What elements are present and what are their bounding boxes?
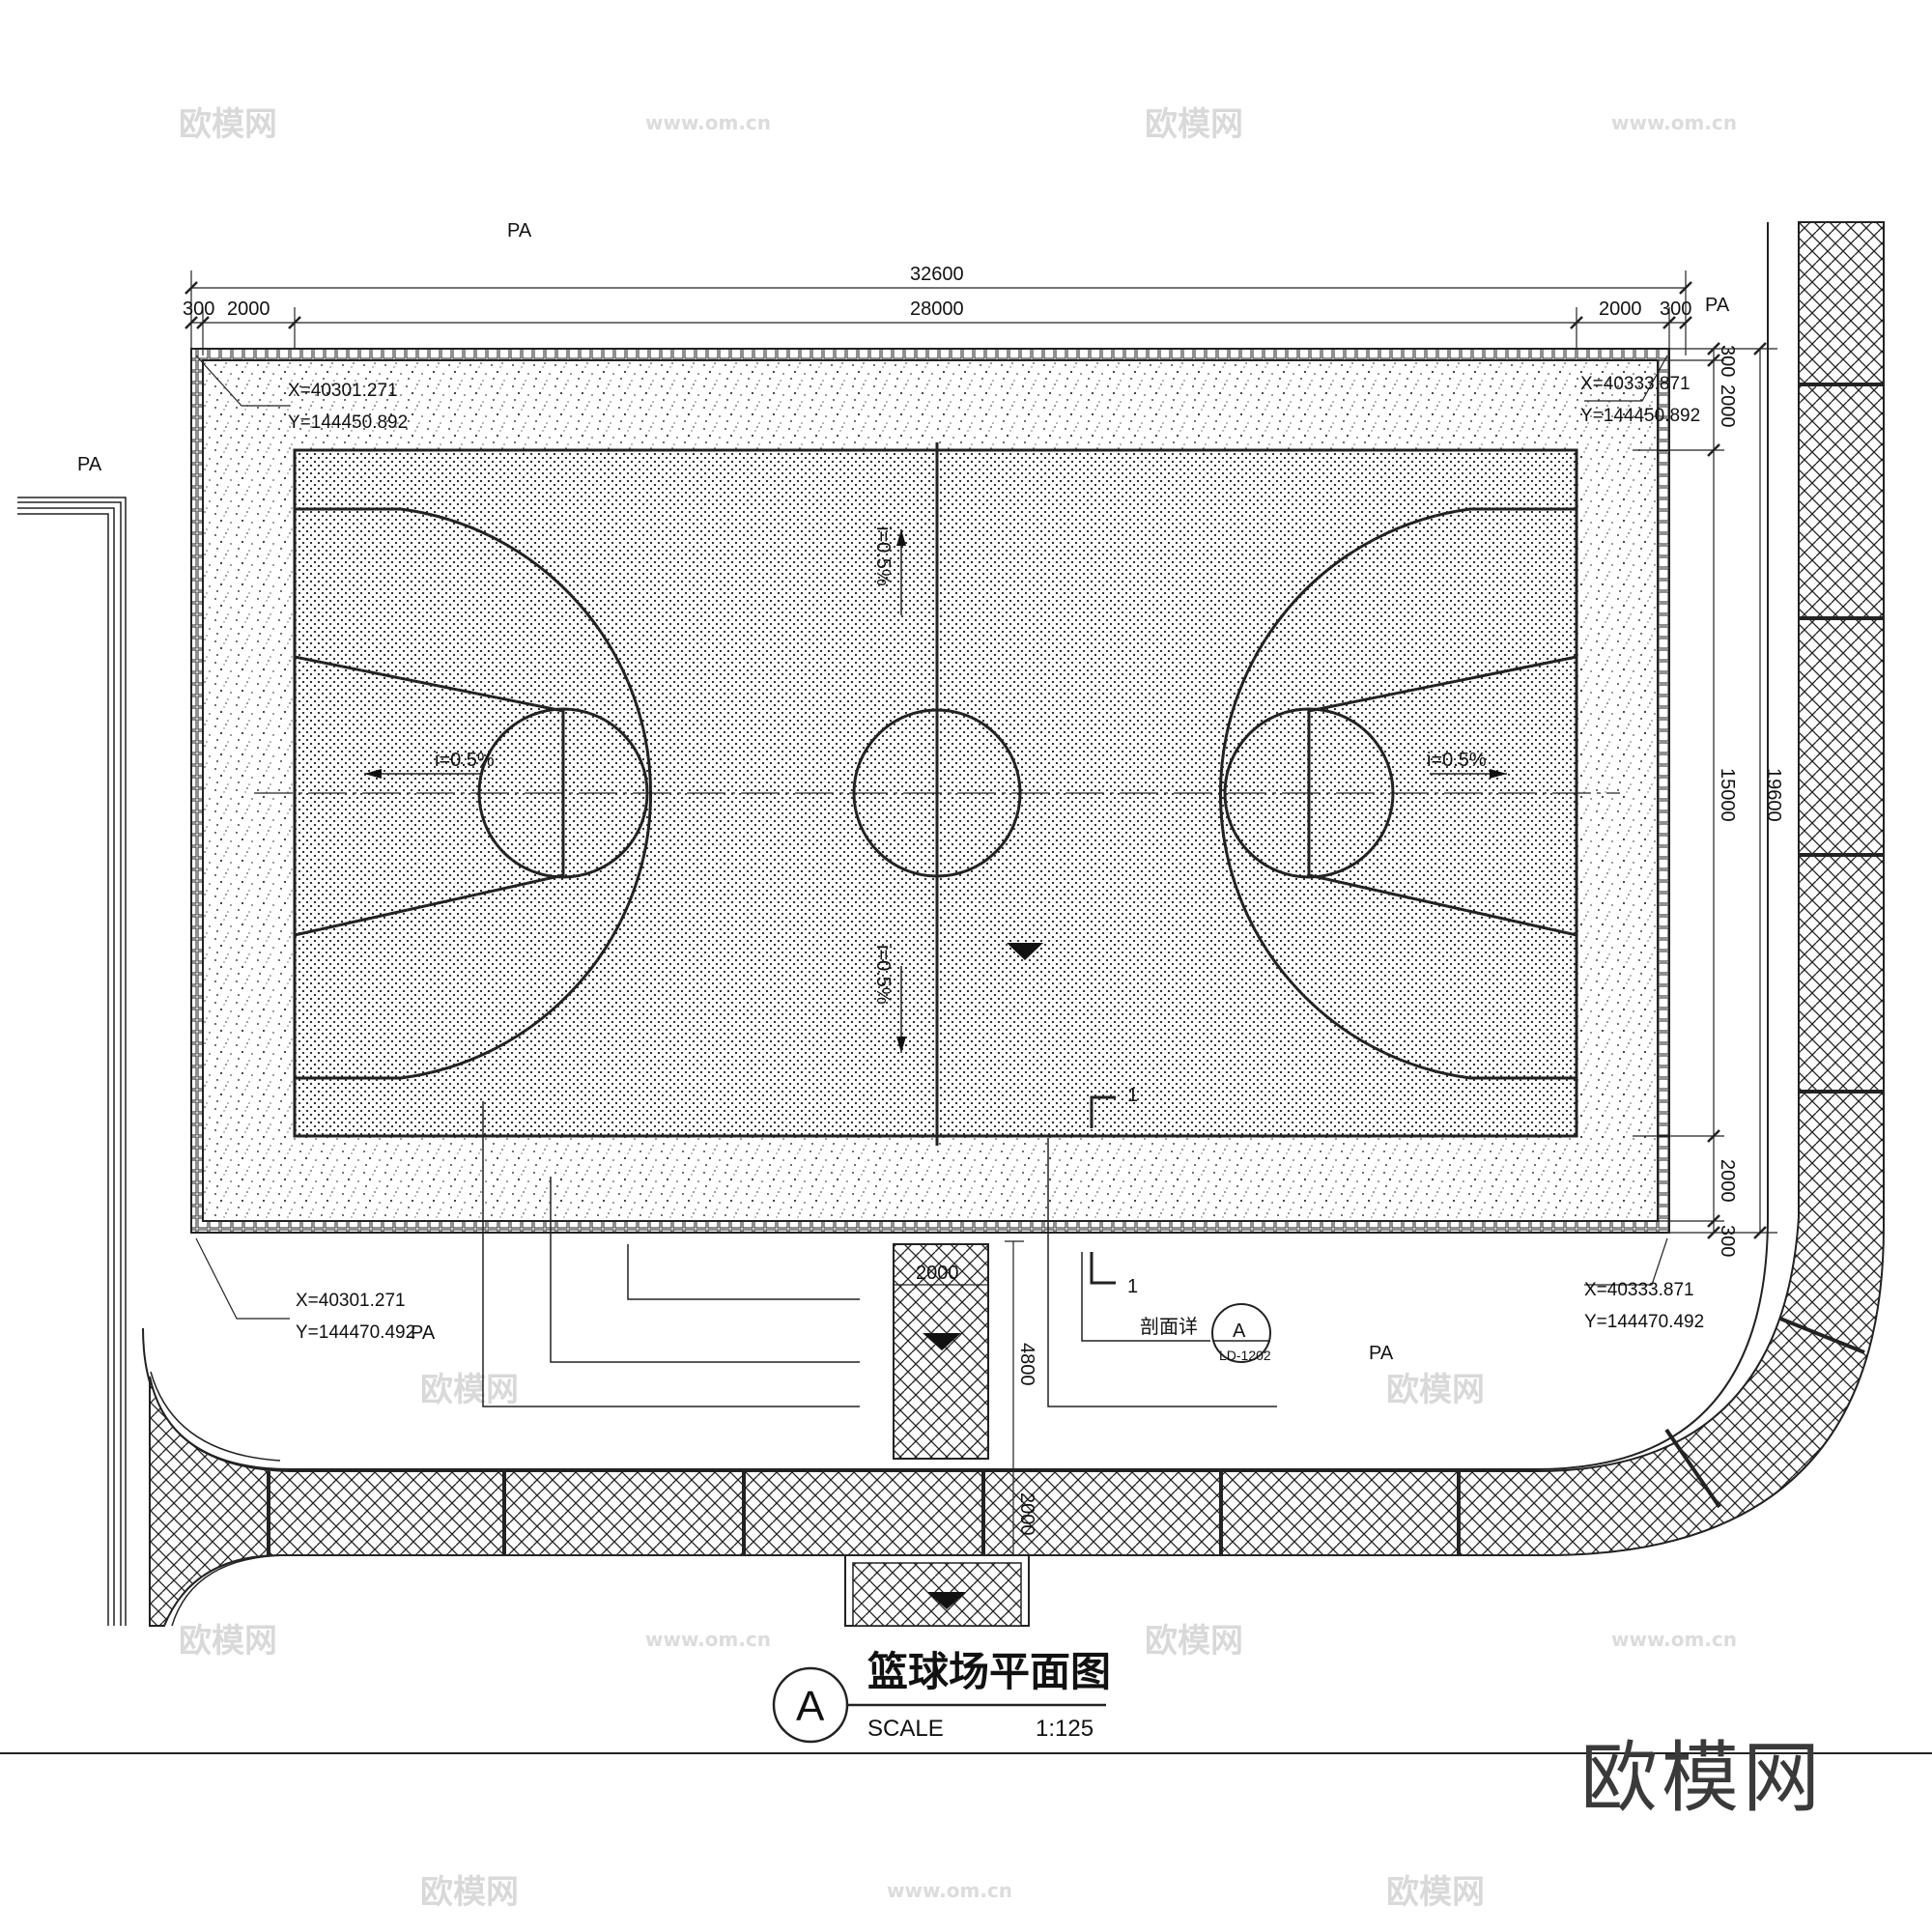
section-number-top: 1 — [1127, 1085, 1138, 1106]
detail-letter: A — [1233, 1321, 1246, 1342]
site-logo: 欧模网 — [1580, 1733, 1824, 1823]
dimensions-top — [185, 270, 1692, 355]
dim-overall-depth: 19600 — [1763, 768, 1784, 822]
coord-bottom-left-x: X=40301.271 — [296, 1291, 406, 1311]
pa-label: PA — [411, 1322, 436, 1344]
watermark-brand: 欧模网 — [179, 105, 277, 144]
dimensions-right — [1633, 342, 1777, 1239]
coord-bottom-right-x: X=40333.871 — [1584, 1280, 1694, 1300]
coord-bottom-right-y: Y=144470.492 — [1584, 1312, 1704, 1332]
watermark-brand: 欧模网 — [1386, 1371, 1485, 1409]
site-boundary-left — [17, 497, 127, 1626]
coord-top-left-y: Y=144450.892 — [288, 412, 408, 433]
pa-label: PA — [1369, 1343, 1394, 1364]
watermark-brand: 欧模网 — [420, 1371, 519, 1409]
watermark-url: www.om.cn — [1611, 111, 1737, 134]
scale-value: 1:125 — [1036, 1716, 1094, 1742]
coord-top-left-x: X=40301.271 — [288, 381, 398, 401]
pa-label: PA — [507, 220, 532, 242]
paved-path — [142, 221, 1885, 1627]
coord-top-right-x: X=40333.871 — [1580, 374, 1690, 394]
coordinate-leaders — [195, 355, 1668, 1320]
watermarks: 欧模网 www.om.cn 欧模网 www.om.cn 欧模网 欧模网 欧模网 … — [179, 105, 1737, 1912]
title-index-letter: A — [796, 1683, 825, 1730]
dim-margin-right: 300 — [1660, 298, 1691, 320]
material-leaders — [482, 1101, 1277, 1407]
detail-reference: 剖面详 A LD-1202 — [1140, 1303, 1271, 1363]
coord-bottom-left-y: Y=144470.492 — [296, 1322, 415, 1343]
watermark-url: www.om.cn — [1611, 1628, 1737, 1651]
playing-court — [254, 442, 1620, 1285]
dim-entry-length: 4800 — [1016, 1343, 1037, 1386]
pa-label: PA — [1705, 295, 1730, 316]
watermark-brand: 欧模网 — [1145, 1622, 1243, 1661]
watermark-brand: 欧模网 — [179, 1622, 277, 1661]
watermark-brand: 欧模网 — [1145, 105, 1243, 144]
dim-runout-left: 2000 — [227, 298, 270, 320]
coord-top-right-y: Y=144450.892 — [1580, 406, 1700, 426]
slope-label-left: i=0.5% — [435, 750, 495, 771]
watermark-brand: 欧模网 — [420, 1873, 519, 1912]
dim-court-width: 15000 — [1717, 768, 1738, 822]
pa-label: PA — [77, 454, 102, 475]
section-number-bottom: 1 — [1127, 1276, 1138, 1297]
slope-label-right: i=0.5% — [1427, 750, 1487, 771]
watermark-url: www.om.cn — [645, 1628, 771, 1651]
cross-slope-label-bottom: i=0.5% — [872, 945, 894, 1005]
detail-ref: LD-1202 — [1219, 1348, 1271, 1363]
dim-margin-left: 300 — [183, 298, 214, 320]
dim-runout-right: 2000 — [1599, 298, 1642, 320]
section-detail-label: 剖面详 — [1140, 1316, 1198, 1338]
dim-overall-width: 32600 — [910, 264, 964, 285]
dim-runout-bottom: 2000 — [1717, 1159, 1738, 1203]
dimensions-entry — [894, 1240, 1024, 1555]
watermark-brand: 欧模网 — [1386, 1873, 1485, 1912]
dim-runout-top: 2000 — [1717, 384, 1738, 428]
dim-path-width: 2000 — [1016, 1492, 1037, 1536]
watermark-url: www.om.cn — [887, 1879, 1012, 1902]
title-block: A 篮球场平面图 SCALE 1:125 — [0, 1648, 1932, 1754]
dim-margin-top: 300 — [1717, 345, 1738, 377]
watermark-url: www.om.cn — [645, 111, 771, 134]
dim-court-length: 28000 — [910, 298, 964, 320]
drawing-title: 篮球场平面图 — [867, 1648, 1111, 1695]
cross-slope-label-top: i=0.5% — [872, 526, 894, 586]
dim-margin-bottom: 300 — [1717, 1225, 1738, 1257]
dim-entry-width: 2000 — [916, 1263, 959, 1284]
scale-label: SCALE — [867, 1716, 944, 1742]
